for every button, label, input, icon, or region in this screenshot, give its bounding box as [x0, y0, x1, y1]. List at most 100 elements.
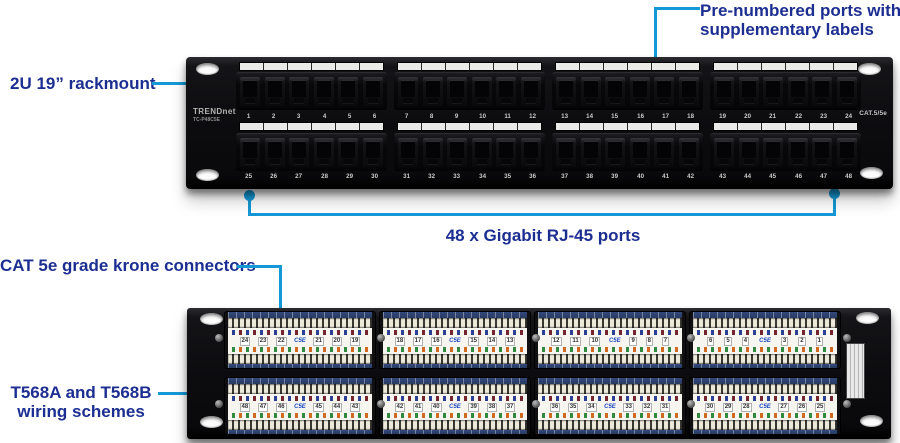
wire-color-dot	[499, 330, 502, 335]
wire-color-dot	[795, 347, 798, 352]
wire-color-dot	[443, 396, 446, 401]
supplementary-label-segment	[762, 63, 785, 70]
wire-color-dot	[316, 396, 319, 401]
callout-gigabit-dot-left	[244, 190, 255, 201]
port-number: 30	[371, 173, 378, 180]
port-number: 41	[661, 173, 669, 180]
wire-color-dot	[429, 347, 432, 352]
wire-color-dot	[478, 330, 481, 335]
wire-color-dot	[746, 396, 749, 401]
wire-color-dot	[612, 347, 615, 352]
wire-color-dot	[323, 347, 326, 352]
pcb-edge-strip	[228, 312, 372, 318]
wire-color-dot	[626, 347, 629, 352]
mounting-hole	[858, 63, 881, 75]
wire-color-dot	[598, 330, 601, 335]
port-number: 14	[586, 113, 594, 120]
wire-color-dot	[760, 347, 763, 352]
wire-color-dot	[732, 330, 735, 335]
pcb-edge-strip	[538, 378, 682, 384]
wire-color-dot	[429, 413, 432, 418]
wiring-color-row-bottom	[697, 413, 833, 418]
krone-port-number: 24	[239, 336, 251, 346]
callout-wiring-label: T568A and T568B wiring schemes	[5, 383, 157, 421]
wire-color-dot	[316, 413, 319, 418]
wire-color-dot	[619, 396, 622, 401]
wire-color-dot	[429, 330, 432, 335]
krone-port-number: 1	[815, 336, 823, 346]
wiring-color-row-top	[232, 396, 368, 401]
wire-color-dot	[619, 347, 622, 352]
wire-color-dot	[288, 347, 291, 352]
wire-color-dot	[647, 396, 650, 401]
wire-color-dot	[316, 347, 319, 352]
port-number: 20	[744, 113, 752, 120]
wire-color-dot	[309, 396, 312, 401]
port-number: 3	[297, 113, 301, 120]
krone-teeth-strip	[228, 384, 372, 394]
wire-color-dot	[267, 347, 270, 352]
supplementary-label-segment	[470, 123, 493, 130]
wire-color-dot	[612, 330, 615, 335]
callout-wiring-line2: wiring schemes	[17, 402, 145, 421]
wire-color-dot	[323, 330, 326, 335]
wire-color-dot	[260, 396, 263, 401]
wire-color-dot	[492, 330, 495, 335]
krone-teeth-strip	[228, 318, 372, 328]
wire-color-dot	[464, 413, 467, 418]
rj45-port	[313, 137, 334, 167]
wire-color-dot	[640, 347, 643, 352]
wire-color-dot	[661, 413, 664, 418]
pcb-edge-strip	[228, 430, 372, 434]
wire-color-dot	[499, 347, 502, 352]
port-number: 15	[611, 113, 619, 120]
port-number: 4	[322, 113, 326, 120]
wire-color-dot	[337, 330, 340, 335]
wire-color-dot	[351, 396, 354, 401]
supplementary-label-segment	[762, 123, 785, 130]
wire-color-dot	[830, 330, 833, 335]
wire-color-dot	[711, 396, 714, 401]
port-number: 31	[403, 173, 411, 180]
wire-color-dot	[584, 330, 587, 335]
krone-port-number: 44	[331, 402, 343, 412]
wire-color-dot	[809, 330, 812, 335]
krone-port-number: 31	[659, 402, 671, 412]
wire-color-dot	[718, 396, 721, 401]
wire-color-dot	[626, 413, 629, 418]
wire-color-dot	[232, 347, 235, 352]
wire-color-dot	[640, 413, 643, 418]
krone-port-number: 7	[661, 336, 670, 346]
wire-color-dot	[443, 330, 446, 335]
wire-color-dot	[295, 413, 298, 418]
port-number: 44	[744, 173, 752, 180]
supplementary-label-segment	[240, 63, 263, 70]
wire-color-dot	[633, 347, 636, 352]
screw	[215, 334, 223, 342]
krone-port-number: 21	[313, 336, 324, 346]
port-label-strip	[555, 62, 700, 71]
cat5e-standard-label: CAT.5/5e	[858, 110, 887, 117]
wire-color-dot	[457, 396, 460, 401]
rj45-port	[447, 76, 468, 106]
port-group-bezel	[236, 133, 387, 171]
rj45-port	[520, 76, 541, 106]
wire-color-dot	[394, 330, 397, 335]
wire-color-dot	[746, 413, 749, 418]
wire-color-dot	[443, 347, 446, 352]
port-label-strip	[713, 62, 858, 71]
wire-color-dot	[626, 330, 629, 335]
wire-color-dot	[802, 347, 805, 352]
supplementary-label-segment	[834, 63, 857, 70]
krone-port-number: 42	[394, 402, 406, 412]
port-number: 35	[503, 173, 511, 180]
supplementary-label-segment	[470, 63, 493, 70]
wire-color-dot	[492, 396, 495, 401]
screw	[687, 400, 695, 408]
wiring-color-row-top	[387, 330, 523, 335]
